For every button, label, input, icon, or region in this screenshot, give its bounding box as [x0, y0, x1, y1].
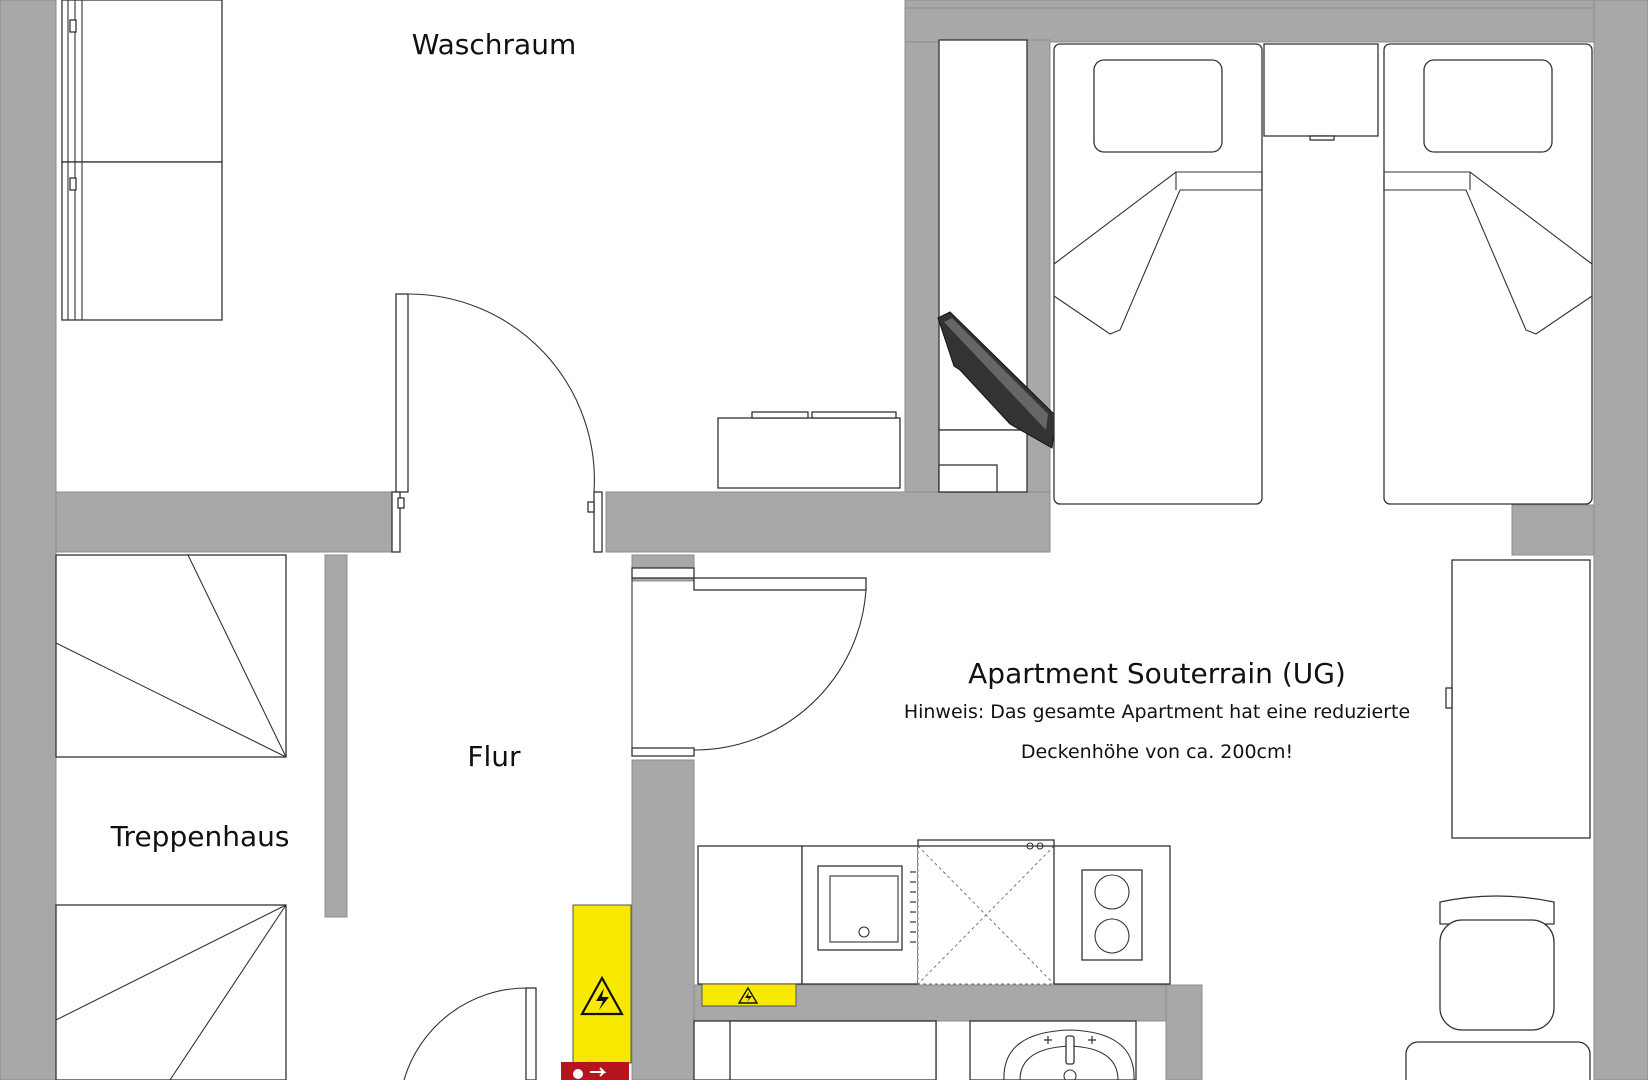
wall-waschraum-right	[904, 7, 940, 493]
ceiling-height-note-line2: Deckenhöhe von ca. 200cm!	[1021, 741, 1293, 763]
sink-icon	[969, 1020, 1137, 1080]
wall-waschraum-bottom-right	[605, 491, 1051, 553]
room-label-flur: Flur	[467, 740, 521, 773]
room-label-waschraum: Waschraum	[412, 28, 576, 61]
flur-lower-door[interactable]	[403, 987, 537, 1080]
armchair	[1439, 895, 1555, 1031]
wall-right-outer	[1593, 0, 1648, 1080]
ceiling-height-note-line1: Hinweis: Das gesamte Apartment hat eine …	[904, 701, 1410, 723]
wall-bed-right-stub	[1511, 504, 1595, 556]
wall-bedroom-top	[904, 7, 1595, 43]
fridge-unit	[693, 1020, 937, 1080]
room-label-treppenhaus: Treppenhaus	[110, 820, 290, 853]
waschraum-washer-dryer	[717, 411, 901, 489]
wall-waschraum-bottom-left	[55, 491, 397, 553]
wall-flur-right	[631, 759, 695, 1080]
wall-left-outer	[0, 0, 57, 1080]
waschraum-door[interactable]	[391, 293, 603, 553]
bed-left	[1053, 43, 1263, 505]
wardrobe	[1445, 559, 1591, 839]
staircase	[55, 554, 287, 1080]
apartment-door[interactable]	[631, 567, 867, 757]
cooktop-icon	[1053, 845, 1171, 985]
table	[1405, 1041, 1591, 1080]
fire-exit-sign-icon	[561, 1062, 629, 1080]
kitchen-cabinet	[697, 845, 803, 985]
room-label-apartment: Apartment Souterrain (UG)	[968, 657, 1346, 690]
nightstand	[1263, 43, 1379, 141]
oven-icon	[801, 845, 919, 985]
waschraum-shelving	[61, 0, 223, 321]
bed-right	[1383, 43, 1593, 505]
wall-waschraum-top-strip	[904, 0, 1595, 9]
dishwasher-space	[917, 839, 1055, 985]
kitchen-warning-strip	[701, 983, 797, 1007]
high-voltage-warning-icon	[580, 975, 624, 1016]
ironing-board	[937, 311, 1057, 449]
wall-stair-divider	[324, 554, 348, 918]
wall-kitchen-right	[1165, 984, 1203, 1080]
electrical-cabinet	[572, 904, 632, 1064]
